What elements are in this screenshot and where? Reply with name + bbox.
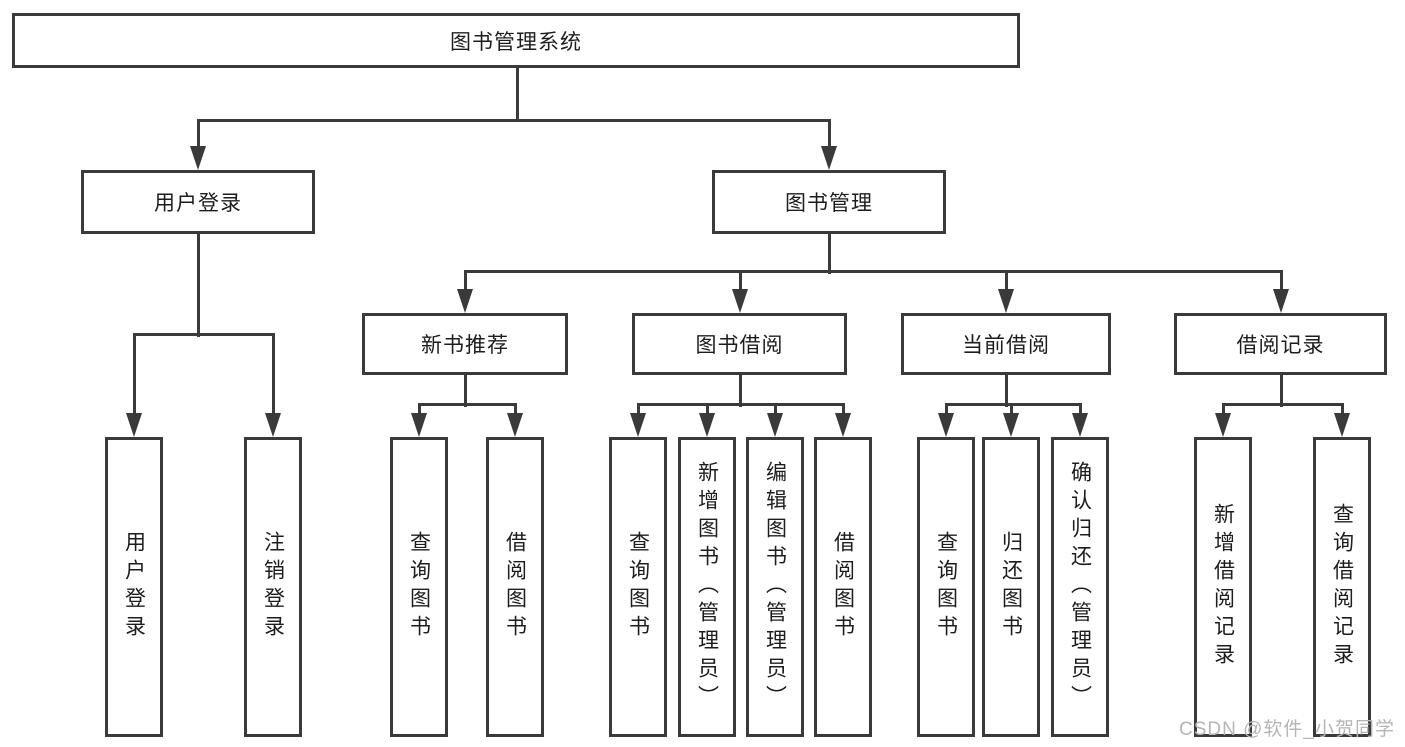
arrowhead-icon xyxy=(821,146,837,170)
connector-line xyxy=(272,334,275,417)
connector-line xyxy=(197,234,200,337)
node-book-management: 图书管理 xyxy=(712,170,946,234)
connector-line xyxy=(133,334,136,417)
leaf-borrow-books: 借阅图书 xyxy=(814,437,872,737)
connector-line xyxy=(637,404,640,417)
arrowhead-icon xyxy=(938,413,954,437)
node-label: 用户登录 xyxy=(154,192,242,215)
leaf-label: 确认归还（管理员） xyxy=(1068,461,1092,713)
connector-line xyxy=(464,270,1283,273)
connector-line xyxy=(133,333,275,336)
node-new-book-recommend: 新书推荐 xyxy=(362,313,568,375)
arrowhead-icon xyxy=(998,289,1014,313)
node-borrow-record: 借阅记录 xyxy=(1174,313,1387,375)
leaf-label: 归还图书 xyxy=(999,531,1023,643)
node-label: 图书借阅 xyxy=(695,334,784,357)
arrowhead-icon xyxy=(1215,413,1231,437)
connector-line xyxy=(739,271,742,293)
leaf-label: 借阅图书 xyxy=(503,531,527,643)
connector-line xyxy=(1280,271,1283,293)
arrowhead-icon xyxy=(732,289,748,313)
node-book-borrow: 图书借阅 xyxy=(632,313,847,375)
leaf-label: 新增借阅记录 xyxy=(1211,503,1235,671)
leaf-query-books-borrow: 查询图书 xyxy=(609,437,667,737)
arrowhead-icon xyxy=(630,413,646,437)
connector-line xyxy=(516,66,519,121)
connector-line xyxy=(464,375,467,407)
leaf-borrow-books-recommend: 借阅图书 xyxy=(486,437,544,737)
leaf-edit-book-admin: 编辑图书（管理员） xyxy=(746,437,804,737)
leaf-label: 注销登录 xyxy=(261,531,285,643)
connector-line xyxy=(945,403,1082,406)
leaf-confirm-return-admin: 确认归还（管理员） xyxy=(1051,437,1109,737)
leaf-query-borrow-record: 查询借阅记录 xyxy=(1313,437,1371,737)
node-label: 图书管理系统 xyxy=(450,30,582,54)
connector-line xyxy=(1222,403,1344,406)
node-label: 新书推荐 xyxy=(421,334,509,357)
leaf-label: 查询图书 xyxy=(626,531,650,643)
connector-line xyxy=(1010,404,1013,417)
arrowhead-icon xyxy=(1003,413,1019,437)
connector-line xyxy=(706,404,709,417)
arrowhead-icon xyxy=(265,413,281,437)
arrowhead-icon xyxy=(699,413,715,437)
connector-line xyxy=(1005,271,1008,293)
connector-line xyxy=(1079,404,1082,417)
connector-line xyxy=(514,404,517,417)
leaf-label: 查询图书 xyxy=(407,531,431,643)
arrowhead-icon xyxy=(190,146,206,170)
arrowhead-icon xyxy=(411,413,427,437)
node-current-borrow: 当前借阅 xyxy=(901,313,1111,375)
connector-line xyxy=(828,234,831,274)
node-library-management-system: 图书管理系统 xyxy=(12,13,1020,68)
connector-line xyxy=(828,120,831,150)
leaf-label: 查询借阅记录 xyxy=(1330,503,1354,671)
leaf-label: 用户登录 xyxy=(122,531,146,643)
arrowhead-icon xyxy=(1334,413,1350,437)
connector-line xyxy=(418,404,421,417)
connector-line xyxy=(464,271,467,293)
node-label: 当前借阅 xyxy=(962,334,1050,357)
connector-line xyxy=(1280,375,1283,407)
leaf-return-book: 归还图书 xyxy=(982,437,1040,737)
leaf-user-login: 用户登录 xyxy=(105,437,163,737)
leaf-query-books-recommend: 查询图书 xyxy=(390,437,448,737)
connector-line xyxy=(774,404,777,417)
leaf-add-borrow-record: 新增借阅记录 xyxy=(1194,437,1252,737)
connector-line xyxy=(739,375,742,407)
connector-line xyxy=(197,120,200,150)
connector-line xyxy=(945,404,948,417)
node-user-login: 用户登录 xyxy=(81,170,315,234)
arrowhead-icon xyxy=(507,413,523,437)
node-label: 借阅记录 xyxy=(1236,334,1325,357)
leaf-label: 借阅图书 xyxy=(831,531,855,643)
leaf-add-book-admin: 新增图书（管理员） xyxy=(678,437,736,737)
connector-line xyxy=(637,403,845,406)
connector-line xyxy=(1341,404,1344,417)
watermark: CSDN @软件_小贺同学 xyxy=(1179,719,1395,740)
arrowhead-icon xyxy=(457,289,473,313)
arrowhead-icon xyxy=(1072,413,1088,437)
leaf-label: 编辑图书（管理员） xyxy=(763,461,787,713)
leaf-logout: 注销登录 xyxy=(244,437,302,737)
connector-line xyxy=(418,403,517,406)
arrowhead-icon xyxy=(1273,289,1289,313)
connector-line xyxy=(1222,404,1225,417)
connector-line xyxy=(842,404,845,417)
node-label: 图书管理 xyxy=(785,192,873,215)
leaf-query-books-current: 查询图书 xyxy=(917,437,975,737)
arrowhead-icon xyxy=(767,413,783,437)
leaf-label: 查询图书 xyxy=(934,531,958,643)
arrowhead-icon xyxy=(126,413,142,437)
leaf-label: 新增图书（管理员） xyxy=(695,461,719,713)
arrowhead-icon xyxy=(835,413,851,437)
connector-line xyxy=(1005,375,1008,407)
connector-line xyxy=(197,119,831,122)
